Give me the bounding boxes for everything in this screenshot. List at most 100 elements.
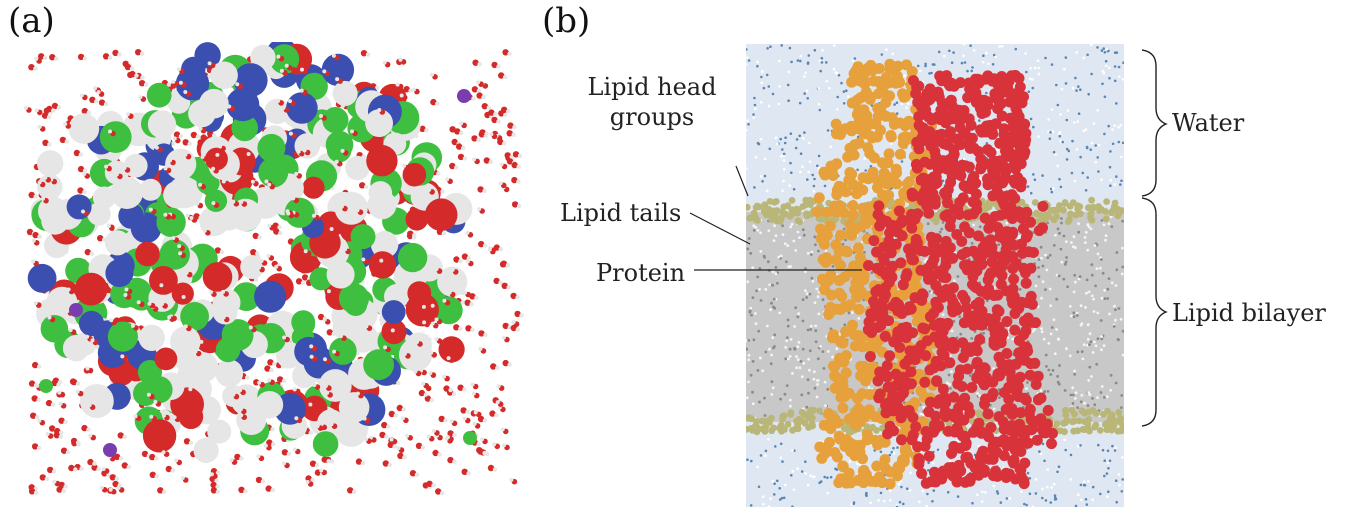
water-particle (1059, 140, 1062, 143)
water-particle (888, 499, 892, 502)
water-particle (1090, 141, 1094, 145)
lipid-tail-particle (813, 370, 816, 374)
water-hydrogen-atom (339, 204, 344, 209)
lipid-tail-particle (1011, 337, 1015, 341)
lipid-head-particle (753, 428, 761, 436)
solute-atom (188, 352, 219, 383)
water-oxygen-atom (453, 324, 460, 331)
lipid-tail-particle (814, 243, 817, 247)
water-hydrogen-atom (125, 112, 130, 117)
water-hydrogen-atom (163, 212, 168, 217)
lipid-tail-particle (788, 347, 792, 351)
water-particle (900, 485, 903, 489)
water-particle (1109, 150, 1112, 153)
water-oxygen-atom (77, 53, 85, 61)
water-oxygen-atom (149, 453, 156, 461)
water-particle (828, 87, 831, 90)
water-particle (777, 102, 781, 106)
lipid-tail-particle (1110, 281, 1114, 285)
water-hydrogen-atom (34, 108, 39, 113)
lipid-head-particle (1105, 421, 1113, 429)
water-hydrogen-atom (177, 244, 182, 249)
water-hydrogen-atom (183, 324, 188, 329)
water-particle (1046, 485, 1049, 489)
water-particle (936, 448, 940, 452)
lipid-tail-particle (746, 396, 749, 400)
water-particle (1114, 479, 1118, 483)
lipid-tail-particle (1064, 260, 1068, 264)
lipid-tail-particle (1073, 397, 1077, 400)
lipid-head-particle (1066, 202, 1074, 210)
solute-atom (147, 110, 177, 139)
water-hydrogen-atom (472, 421, 477, 426)
water-hydrogen-atom (264, 179, 269, 184)
water-hydrogen-atom (441, 231, 447, 236)
lipid-head-particle (1115, 408, 1123, 416)
water-oxygen-atom (512, 151, 520, 158)
water-oxygen-atom (464, 299, 471, 306)
water-particle (804, 472, 807, 475)
water-oxygen-atom (438, 415, 445, 423)
protein-subunit-orange-atom (897, 132, 909, 144)
water-hydrogen-atom (85, 334, 90, 339)
lipid-tail-particle (770, 353, 773, 357)
water-particle (895, 101, 899, 104)
water-hydrogen-atom (107, 55, 113, 60)
water-hydrogen-atom (57, 390, 62, 395)
water-oxygen-atom (77, 165, 85, 173)
lipid-tail-particle (774, 266, 778, 269)
water-hydrogen-atom (122, 434, 127, 440)
lipid-tail-particle (1076, 350, 1080, 354)
water-oxygen-atom (295, 278, 303, 285)
water-hydrogen-atom (408, 88, 413, 93)
water-particle (1069, 453, 1073, 457)
water-particle (845, 89, 848, 92)
water-particle (1027, 90, 1031, 93)
lipid-tail-particle (1037, 266, 1040, 269)
water-oxygen-atom (31, 443, 39, 450)
water-hydrogen-atom (428, 371, 433, 376)
water-oxygen-atom (109, 474, 117, 481)
water-oxygen-atom (182, 139, 189, 146)
lipid-tail-particle (1049, 373, 1053, 376)
water-particle (809, 474, 813, 478)
lipid-tail-particle (814, 340, 818, 344)
lipid-tail-particle (1071, 245, 1075, 249)
protein-subunit-orange-atom (840, 326, 852, 338)
protein-subunit-red-atom (875, 320, 887, 332)
water-hydrogen-atom (496, 384, 501, 389)
lipid-tail-particle (1060, 217, 1063, 220)
lipid-tail-particle (945, 381, 949, 385)
water-oxygen-atom (487, 464, 495, 472)
water-hydrogen-atom (257, 380, 262, 385)
solute-atom (149, 266, 178, 295)
lipid-tail-particle (797, 312, 800, 316)
solute-atom (368, 251, 397, 279)
solute-atom (27, 263, 57, 293)
water-hydrogen-atom (466, 255, 472, 261)
water-hydrogen-atom (37, 180, 42, 185)
water-particle (893, 103, 896, 106)
lipid-tail-particle (1114, 308, 1117, 312)
solute-atom (229, 198, 262, 232)
water-oxygen-atom (506, 158, 514, 165)
water-hydrogen-atom (270, 487, 275, 493)
lipid-tail-particle (768, 283, 772, 287)
lipid-tail-particle (1100, 348, 1103, 352)
lipid-tail-particle (749, 252, 753, 255)
water-particle (768, 147, 772, 151)
water-particle (908, 489, 912, 492)
lipid-tail-particle (824, 404, 827, 408)
lipid-tail-particle (801, 347, 805, 351)
water-hydrogen-atom (162, 489, 167, 494)
water-particle (760, 81, 764, 85)
lipid-tail-particle (817, 249, 820, 253)
lipid-head-particle (1060, 206, 1067, 214)
water-hydrogen-atom (286, 211, 291, 216)
lipid-tail-particle (1106, 287, 1110, 291)
water-particle (1034, 478, 1038, 481)
water-hydrogen-atom (494, 412, 499, 418)
water-particle (782, 496, 786, 500)
water-oxygen-atom (265, 485, 272, 492)
water-particle (746, 48, 748, 51)
